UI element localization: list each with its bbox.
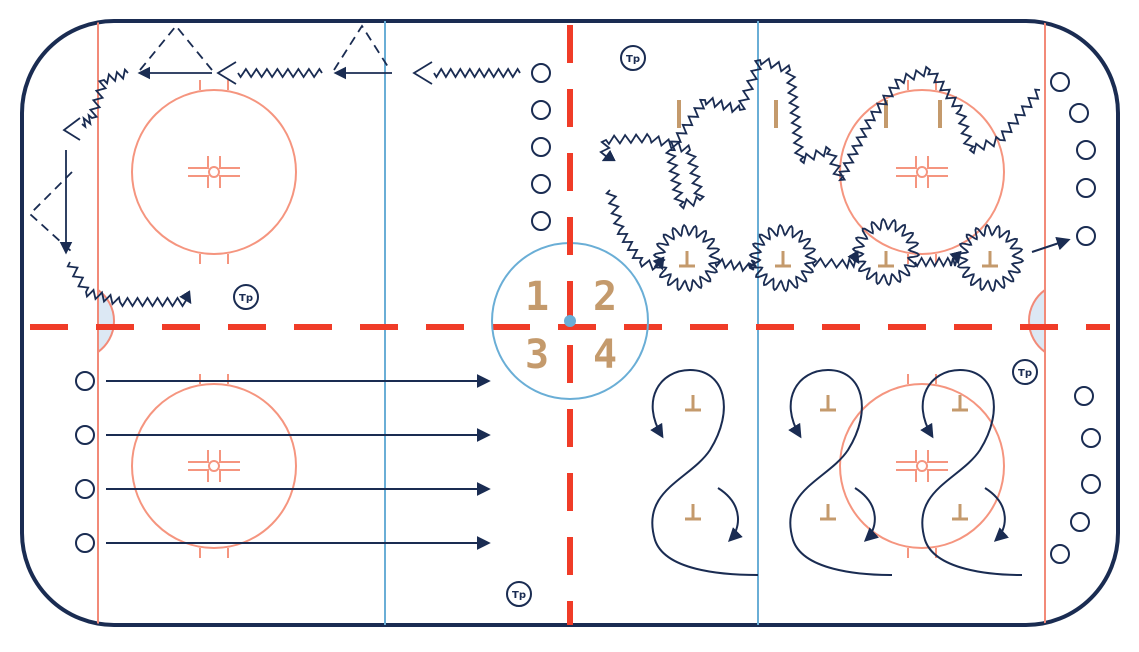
player-circle-icon bbox=[75, 425, 95, 445]
faceoff-circle-icon bbox=[131, 374, 297, 558]
s-curve-path bbox=[920, 368, 1023, 576]
coach-marker-4: Tp bbox=[506, 581, 532, 607]
player-circle-icon bbox=[531, 211, 551, 231]
pylon-icon bbox=[952, 395, 968, 412]
skating-loop-icon bbox=[955, 223, 1025, 293]
svg-text:Tp: Tp bbox=[626, 54, 640, 65]
pylon-icon bbox=[820, 395, 836, 412]
player-circle-icon bbox=[1050, 72, 1070, 92]
skating-path-icon bbox=[66, 261, 192, 308]
player-circle-icon bbox=[1081, 474, 1101, 494]
pylon-icon bbox=[685, 504, 701, 521]
zone-label-4: 4 bbox=[593, 332, 617, 378]
pylon-icon bbox=[952, 504, 968, 521]
top-right-drill-paths bbox=[599, 57, 1071, 293]
player-circle-icon bbox=[1076, 140, 1096, 160]
player-circle-icon bbox=[1081, 428, 1101, 448]
skating-path-icon bbox=[714, 257, 757, 273]
s-curve-path bbox=[788, 368, 893, 576]
pass-triangle bbox=[139, 24, 213, 71]
player-circle-icon bbox=[75, 479, 95, 499]
coach-icon bbox=[620, 45, 646, 71]
player-circle-icon bbox=[75, 371, 95, 391]
skating-path-icon bbox=[599, 132, 651, 162]
skating-path-icon bbox=[811, 250, 860, 271]
skating-path-icon bbox=[433, 67, 521, 79]
player-circle-icon bbox=[1070, 512, 1090, 532]
svg-text:Tp: Tp bbox=[1018, 368, 1032, 379]
goal-crease-left bbox=[97, 288, 115, 354]
faceoff-dot-icon bbox=[916, 166, 928, 178]
skating-path-icon bbox=[914, 250, 962, 268]
skating-path-icon bbox=[237, 67, 323, 79]
pass-triangle bbox=[28, 171, 73, 253]
player-circle-icon bbox=[75, 533, 95, 553]
s-curve-path bbox=[650, 368, 759, 576]
coach-icon bbox=[233, 284, 259, 310]
pylon-icon bbox=[982, 251, 998, 268]
pylon-icon bbox=[820, 504, 836, 521]
skating-path-icon bbox=[605, 189, 665, 272]
zone-label-1: 1 bbox=[525, 274, 549, 320]
faceoff-dot-icon bbox=[208, 460, 220, 472]
top-left-drill-paths bbox=[28, 24, 521, 308]
svg-text:Tp: Tp bbox=[239, 293, 253, 304]
s-curve-path bbox=[717, 487, 743, 542]
zone-label-3: 3 bbox=[525, 332, 549, 378]
player-circle-icon bbox=[1074, 386, 1094, 406]
player-circle-icon bbox=[531, 63, 551, 83]
coach-icon bbox=[506, 581, 532, 607]
bottom-right-s-curves bbox=[650, 368, 1023, 576]
coach-marker-3: Tp bbox=[1012, 359, 1038, 385]
chevron-icon bbox=[216, 61, 237, 85]
player-circle-icon bbox=[1076, 226, 1096, 246]
pylon-icon bbox=[775, 251, 791, 268]
s-curve-path bbox=[984, 487, 1009, 542]
faceoff-dot-icon bbox=[916, 460, 928, 472]
pass-triangle bbox=[333, 24, 391, 71]
player-circles bbox=[75, 63, 1101, 564]
pylon-icon bbox=[685, 395, 701, 412]
player-circle-icon bbox=[531, 100, 551, 120]
chevron-icon bbox=[62, 117, 81, 141]
player-circle-icon bbox=[1069, 103, 1089, 123]
s-curve-path bbox=[854, 487, 879, 542]
pylons bbox=[677, 100, 998, 521]
skating-path-icon bbox=[799, 65, 1041, 182]
pylon-icon bbox=[878, 251, 894, 268]
pylon-icon bbox=[679, 251, 695, 268]
faceoff-circle-icon bbox=[839, 374, 1005, 558]
skating-path-icon bbox=[649, 57, 806, 210]
chevron-icon bbox=[412, 61, 433, 85]
skate-arrow bbox=[1031, 236, 1071, 253]
zone-label-2: 2 bbox=[593, 274, 617, 320]
player-circle-icon bbox=[1050, 544, 1070, 564]
player-circle-icon bbox=[1076, 178, 1096, 198]
faceoff-dot-icon bbox=[208, 166, 220, 178]
coach-marker-1: Tp bbox=[620, 45, 646, 71]
svg-text:Tp: Tp bbox=[512, 590, 526, 601]
coach-icon bbox=[1012, 359, 1038, 385]
player-circle-icon bbox=[531, 137, 551, 157]
faceoff-circle-icon bbox=[131, 80, 297, 264]
player-circle-icon bbox=[531, 174, 551, 194]
goal-crease-right bbox=[1028, 288, 1046, 354]
skating-path-icon bbox=[81, 67, 129, 129]
coach-marker-2: Tp bbox=[233, 284, 259, 310]
straight-skate-arrows bbox=[106, 374, 491, 550]
skating-loop-icon bbox=[748, 223, 818, 293]
center-dot bbox=[564, 315, 576, 327]
